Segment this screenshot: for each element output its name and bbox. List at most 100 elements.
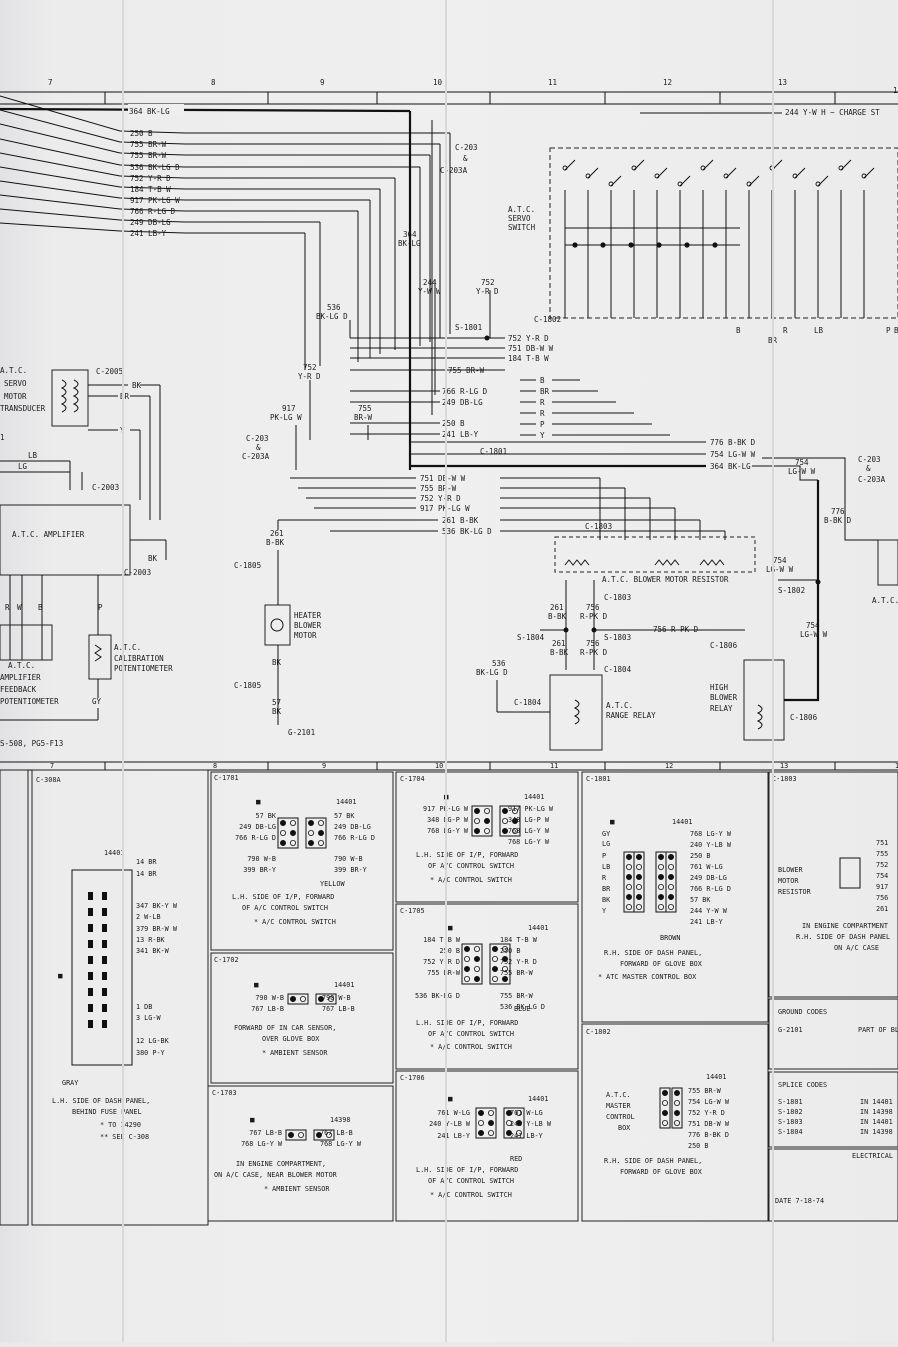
pin-label: 241 LB-Y	[437, 1132, 470, 1140]
pin-label: 2 W-LB	[136, 913, 161, 921]
c1804-label: C-1804	[604, 665, 632, 674]
wire-label: 261	[550, 603, 564, 612]
pin-label: 768 LG-Y W	[508, 838, 550, 846]
servo-transducer-label: SERVO	[4, 379, 27, 388]
pin-label: 261	[876, 905, 888, 913]
grid-number: 8	[211, 78, 216, 87]
pin-label: 755 BR-W	[427, 969, 461, 977]
c1801-pin-label: R	[540, 409, 545, 418]
wire-lg-label: LG	[18, 462, 28, 471]
pin-label: 57 BK	[256, 812, 277, 820]
wire-label: 57	[272, 698, 281, 707]
c2003-label: C-2003	[92, 483, 119, 492]
wire-244-label: 244	[423, 278, 437, 287]
pin-label: 752 Y-R D	[423, 958, 460, 966]
index-one: 1	[0, 433, 5, 442]
splice-code: S-1804	[778, 1128, 803, 1136]
splice-text: IN 14401	[860, 1098, 893, 1106]
c1806-label: C-1806	[710, 641, 738, 650]
c2005-label: C-2005	[96, 367, 123, 376]
pin-label: 790 W-B	[255, 994, 284, 1002]
page-fold	[122, 0, 124, 1342]
part-number: 14401	[336, 798, 356, 806]
splice-text: IN 14398	[860, 1128, 893, 1136]
footer-text: ELECTRICAL	[852, 1152, 893, 1160]
pin-label: 249 DB-LG	[239, 823, 276, 831]
high-relay-label: RELAY	[710, 704, 733, 713]
pin-label: 752 Y-R D	[500, 958, 537, 966]
wire-label: B-BK	[548, 612, 567, 621]
grid-number: 13	[778, 78, 787, 87]
pin-label: 754 LG-W W	[688, 1098, 730, 1106]
pin-label: 767 LB-B	[322, 1005, 355, 1013]
c1801-pin-label: Y	[540, 431, 545, 440]
marker: ■	[610, 817, 615, 826]
grid-top: 7891011121314	[0, 78, 898, 105]
pin-label: 790 W-B	[247, 855, 276, 863]
grid-number: 11	[548, 78, 557, 87]
pin-label: 767 LB-B	[251, 1005, 284, 1013]
pin-label: BK	[132, 381, 142, 390]
harness-wire-label: 249 DB-LG	[130, 218, 171, 227]
relay-pin-label: B	[894, 326, 898, 335]
harness-wire-label: 755 BR-W	[130, 151, 167, 160]
location-text: IN ENGINE COMPARTMENT,	[236, 1160, 326, 1168]
c1801-pin-label: B	[540, 376, 545, 385]
c1801-wire-label: 241 LB-Y	[442, 430, 479, 439]
panel-title: C-1705	[400, 907, 425, 915]
wire-752-label: 752	[481, 278, 495, 287]
vertical-drops: 364 BK-LG 244 Y-W W 752 Y-R D 536 BK-LG …	[270, 120, 499, 470]
pin-label: 399 BR-Y	[243, 866, 276, 874]
c203-amp: &	[463, 154, 468, 163]
part-number: 14401	[528, 924, 548, 932]
location-text: OVER GLOVE BOX	[262, 1035, 320, 1043]
pin-label: 751 DB-W W	[688, 1120, 730, 1128]
pin-label: 3 LG-W	[136, 1014, 161, 1022]
harness-wire-label: 752 Y-R D	[130, 174, 171, 183]
note-text: * TO 14290	[100, 1121, 141, 1129]
location-text: ON A/C CASE, NEAR BLOWER MOTOR	[214, 1171, 338, 1179]
splice-code: S-1802	[778, 1108, 803, 1116]
pin-label: 768 LG-Y W	[690, 830, 732, 838]
location-text: FORWARD OF GLOVE BOX	[620, 960, 703, 968]
side-label: MASTER	[606, 1102, 631, 1110]
wire-label: BK-LG D	[476, 668, 508, 677]
pin-label: 184 T-B W	[500, 936, 538, 944]
grid-number: 10	[433, 78, 443, 87]
c1801-wire-label: 751 DB-W W	[508, 344, 554, 353]
panel-title: C-1703	[212, 1089, 237, 1097]
side-label: BOX	[618, 1124, 631, 1132]
left-components: A.T.C. SERVO MOTOR TRANSDUCER C-2005 BK …	[0, 366, 173, 748]
panel-title: C-1801	[586, 775, 611, 783]
side-label: BLOWER	[778, 866, 803, 874]
c1805-label: C-1805	[234, 681, 261, 690]
panel-title: C-1702	[214, 956, 239, 964]
marker: ■	[448, 1094, 453, 1103]
marker: ■	[250, 1115, 255, 1124]
right-wire-label: 776 B-BK D	[710, 438, 756, 447]
note-text: * A/C CONTROL SWITCH	[430, 1191, 512, 1199]
harness-wire-label: 241 LB-Y	[130, 229, 167, 238]
location-text: L.H. SIDE OF I/P, FORWARD	[416, 1166, 518, 1174]
pin-label: 250 B	[500, 947, 520, 955]
pin-label: B	[38, 603, 43, 612]
c1801-wire-label: 766 R-LG D	[442, 387, 488, 396]
servo-switch-label: A.T.C.	[508, 205, 535, 214]
feedback-pot-label: A.T.C.	[8, 661, 35, 670]
pin-label: 13 R-BK	[136, 936, 166, 944]
location-text: OF A/C CONTROL SWITCH	[428, 862, 514, 870]
pin-label: LB	[602, 863, 610, 871]
wire-917-label: PK-LG W	[270, 413, 302, 422]
pin-label: BK	[602, 896, 611, 904]
c1805-label: C-1805	[234, 561, 261, 570]
grid-number: 12	[663, 78, 672, 87]
wire-label: 756	[586, 639, 600, 648]
c203-lower: C-203A	[242, 452, 270, 461]
pin-label: 399 BR-Y	[334, 866, 367, 874]
harness-wire-label: 184 T-B W	[130, 185, 171, 194]
panel-title: C-1803	[772, 775, 797, 783]
grid-number: 9	[320, 78, 325, 87]
part-number: 14401	[524, 793, 544, 801]
c1801-pin-label: P	[540, 420, 545, 429]
